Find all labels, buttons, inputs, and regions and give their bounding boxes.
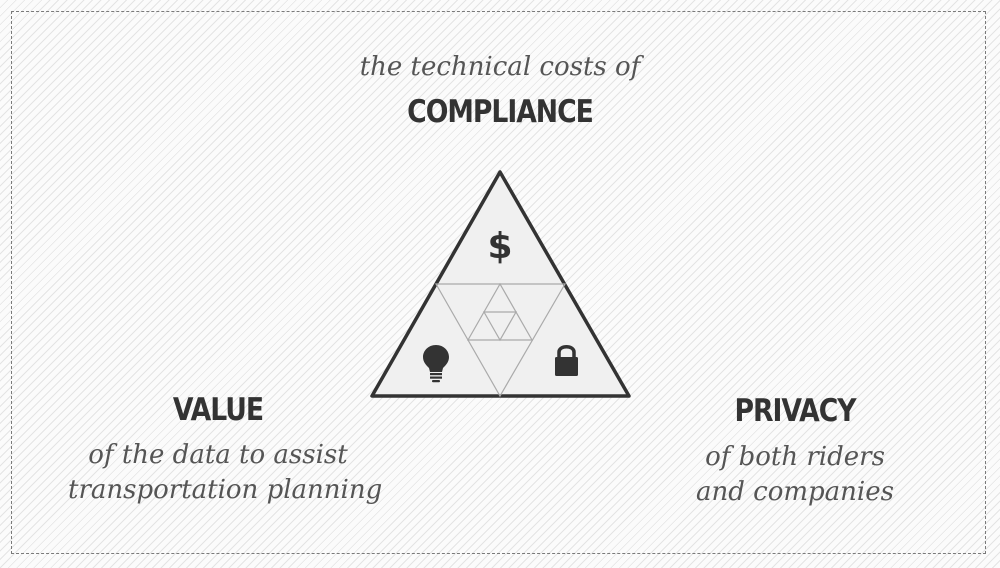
inner-triangle-level-3 [482, 311, 518, 342]
padlock-icon [555, 345, 578, 376]
value-title: VALUE [172, 392, 264, 428]
compliance-subtitle: the technical costs of [359, 52, 641, 82]
privacy-description-line1: of both riders [705, 442, 885, 472]
compliance-title: COMPLIANCE [407, 94, 594, 130]
privacy-description-line2: and companies [696, 477, 894, 507]
privacy-title: PRIVACY [734, 393, 856, 429]
value-description-line2: transportation planning [68, 475, 383, 505]
value-description-line1: of the data to assist [88, 440, 348, 470]
dashed-border-frame [11, 11, 986, 554]
lightbulb-icon [423, 345, 449, 383]
dollar-sign-icon: $ [487, 226, 512, 267]
